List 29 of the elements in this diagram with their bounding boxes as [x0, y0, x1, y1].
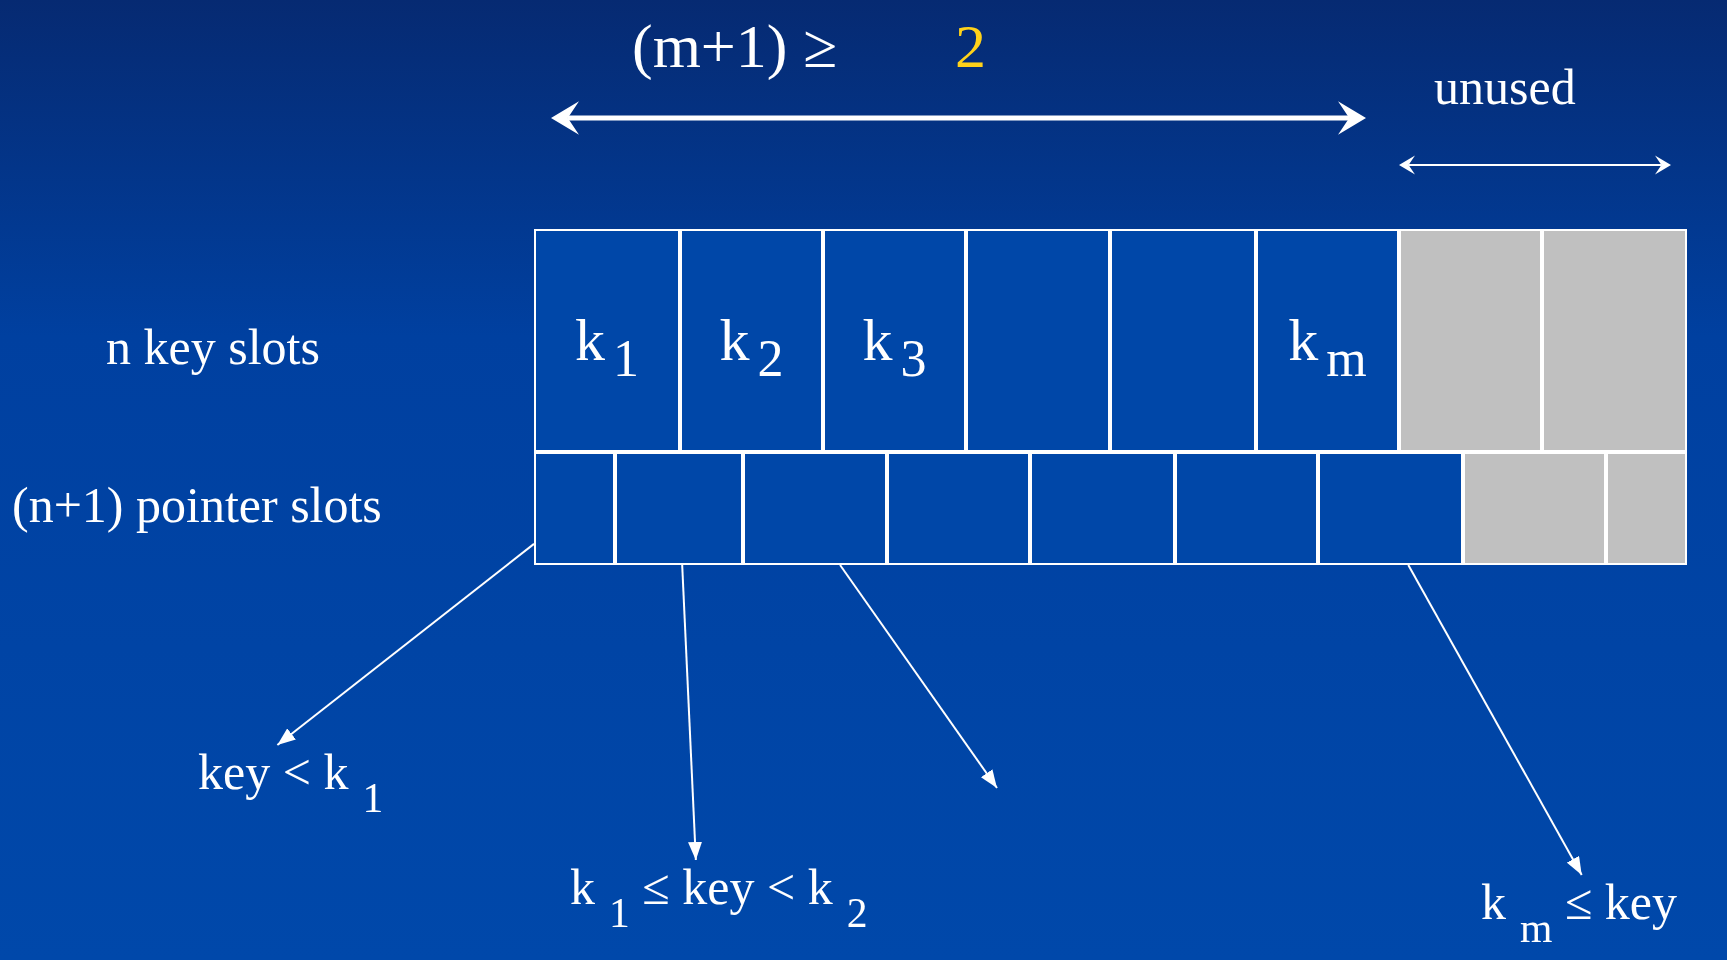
row-label: (n+1) pointer slots	[12, 478, 382, 533]
key-slot: k$_{1}$	[534, 229, 680, 452]
dimension-label: (m+1) ≥	[632, 12, 837, 81]
key-slot: k$_{3}$	[823, 229, 966, 452]
pointer-slot	[1318, 452, 1463, 565]
key-slot: k$_{m}$	[1256, 229, 1399, 452]
arrow	[1407, 564, 1583, 876]
key-slot	[1542, 229, 1687, 452]
pointer-slot	[887, 452, 1030, 565]
key-slot: k$_{2}$	[680, 229, 823, 452]
pointer-slot	[534, 452, 615, 565]
unused-label: unused	[1434, 60, 1576, 115]
arrow	[681, 564, 702, 861]
row-label: n key slots	[106, 320, 320, 375]
range-condition: key < k$_{1}$	[198, 745, 384, 822]
key-slot	[1399, 229, 1542, 452]
arrow	[276, 542, 535, 746]
arrow	[839, 564, 998, 789]
pointer-slot	[1175, 452, 1318, 565]
pointer-slot	[1606, 452, 1687, 565]
pointer-slot	[743, 452, 887, 565]
pointer-slot	[615, 452, 743, 565]
pointer-slot	[1463, 452, 1606, 565]
key-slot	[966, 229, 1110, 452]
key-slot	[1110, 229, 1256, 452]
dimension-value: 2	[955, 12, 986, 81]
range-condition: k$_{1}$ ≤ key < k$_{2}$	[570, 860, 868, 937]
range-condition: k$_{m}$ ≤ key	[1481, 875, 1678, 952]
pointer-slot	[1030, 452, 1175, 565]
